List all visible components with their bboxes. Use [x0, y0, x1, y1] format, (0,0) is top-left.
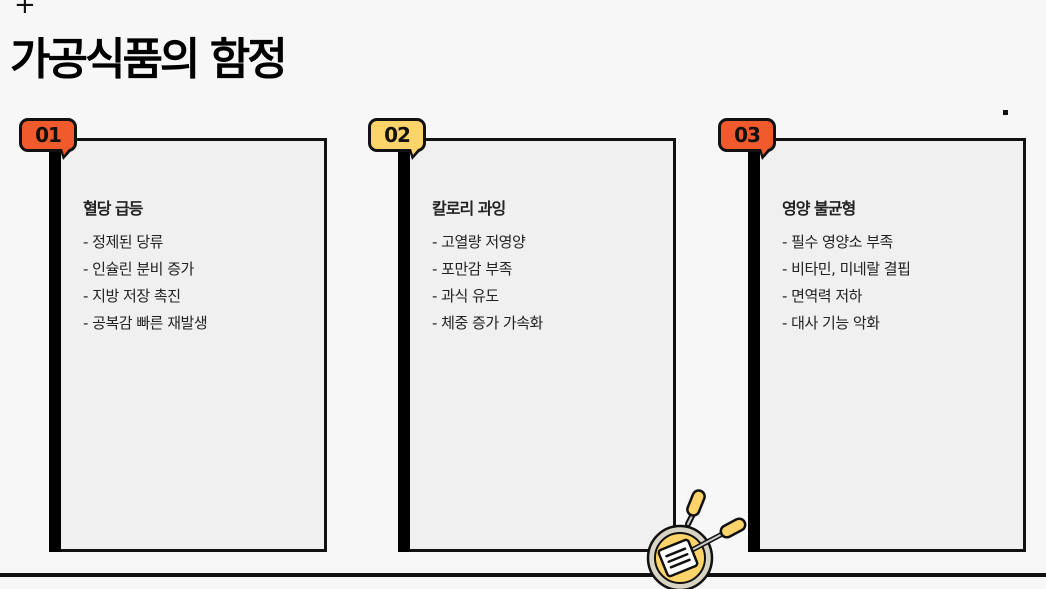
card-left-bar: [748, 138, 760, 552]
card-list: - 고열량 저영양 - 포만감 부족 - 과식 유도 - 체중 증가 가속화: [432, 229, 543, 337]
page-title: 가공식품의 함정: [10, 34, 288, 85]
list-item: - 정제된 당류: [83, 233, 163, 251]
bottom-divider: [0, 573, 1046, 577]
list-item: - 필수 영양소 부족: [782, 233, 893, 251]
badge-03: 03: [718, 118, 776, 160]
frying-pan-spatula-icon: [646, 489, 747, 589]
list-item: - 비타민, 미네랄 결핍: [782, 260, 911, 278]
card-list: - 정제된 당류 - 인슐린 분비 증가 - 지방 저장 촉진 - 공복감 빠른…: [83, 229, 208, 337]
decorative-dot: [1003, 110, 1008, 115]
card-calorie-excess: 칼로리 과잉 - 고열량 저영양 - 포만감 부족 - 과식 유도 - 체중 증…: [398, 138, 676, 552]
list-item: - 고열량 저영양: [432, 233, 526, 251]
list-item: - 공복감 빠른 재발생: [83, 314, 208, 332]
list-item: - 인슐린 분비 증가: [83, 260, 194, 278]
card-list: - 필수 영양소 부족 - 비타민, 미네랄 결핍 - 면역력 저하 - 대사 …: [782, 229, 911, 337]
card-heading: 칼로리 과잉: [432, 199, 506, 218]
card-heading: 영양 불균형: [782, 199, 856, 218]
card-left-bar: [398, 138, 410, 552]
card-left-bar: [49, 138, 61, 552]
badge-02: 02: [368, 118, 426, 160]
card-content: 칼로리 과잉 - 고열량 저영양 - 포만감 부족 - 과식 유도 - 체중 증…: [432, 195, 543, 337]
list-item: - 포만감 부족: [432, 260, 512, 278]
card-heading: 혈당 급등: [83, 199, 143, 218]
plus-mark: +: [14, 0, 36, 20]
card-blood-sugar: 혈당 급등 - 정제된 당류 - 인슐린 분비 증가 - 지방 저장 촉진 - …: [49, 138, 327, 552]
list-item: - 체중 증가 가속화: [432, 314, 543, 332]
list-item: - 지방 저장 촉진: [83, 287, 181, 305]
card-content: 혈당 급등 - 정제된 당류 - 인슐린 분비 증가 - 지방 저장 촉진 - …: [83, 195, 208, 337]
card-nutrition-imbalance: 영양 불균형 - 필수 영양소 부족 - 비타민, 미네랄 결핍 - 면역력 저…: [748, 138, 1026, 552]
list-item: - 과식 유도: [432, 287, 499, 305]
list-item: - 면역력 저하: [782, 287, 862, 305]
card-content: 영양 불균형 - 필수 영양소 부족 - 비타민, 미네랄 결핍 - 면역력 저…: [782, 195, 911, 337]
badge-01: 01: [19, 118, 77, 160]
list-item: - 대사 기능 악화: [782, 314, 880, 332]
